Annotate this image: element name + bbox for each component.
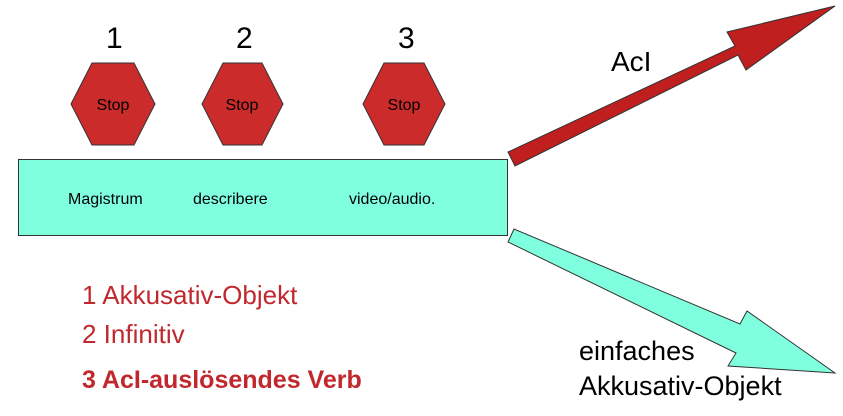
aci-arrow — [507, 5, 836, 167]
stop-sign-label-3: Stop — [388, 97, 421, 114]
simple-object-label-line2: Akkusativ-Objekt — [579, 371, 782, 401]
word-magistrum: Magistrum — [68, 191, 143, 208]
position-number-3: 3 — [398, 22, 415, 55]
position-number-2: 2 — [236, 22, 253, 55]
stop-sign-1: Stop — [70, 62, 156, 146]
legend-item-1: 1 Akkusativ-Objekt — [82, 280, 298, 310]
legend-item-2: 2 Infinitiv — [82, 319, 185, 349]
sentence-box — [18, 159, 508, 236]
stop-sign-label-2: Stop — [226, 97, 259, 114]
stop-sign-3: Stop — [362, 62, 446, 146]
stop-sign-2: Stop — [201, 62, 284, 146]
aci-arrow-label: AcI — [611, 46, 652, 77]
position-number-1: 1 — [106, 22, 123, 55]
stop-sign-label-1: Stop — [97, 97, 130, 114]
word-video-audio: video/audio. — [349, 191, 436, 208]
simple-object-arrow — [507, 228, 837, 374]
simple-object-label-line1: einfaches — [579, 336, 695, 366]
word-describere: describere — [193, 191, 268, 208]
legend-item-3: 3 AcI-auslösendes Verb — [82, 366, 362, 394]
